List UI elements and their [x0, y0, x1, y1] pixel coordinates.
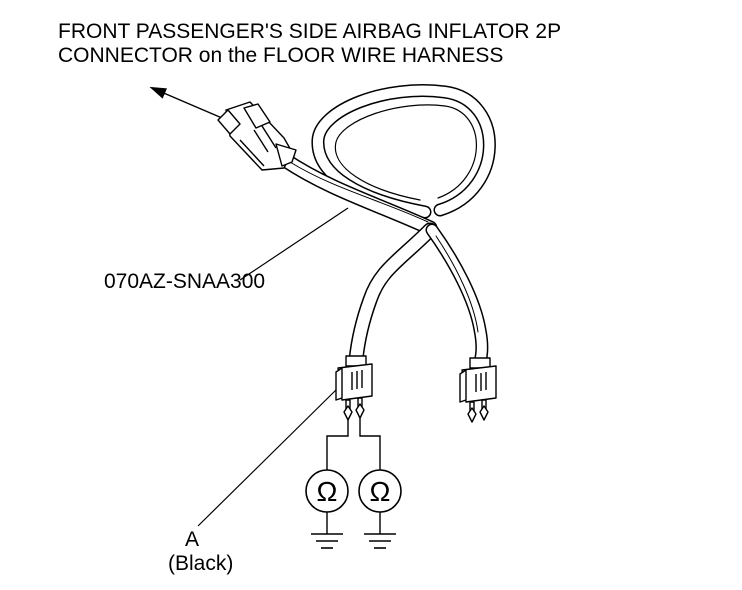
ohmmeter-symbol: Ω [370, 476, 391, 507]
connector-right-icon [459, 357, 497, 423]
part-number-leader [239, 207, 349, 281]
ohmmeter-symbol: Ω [317, 476, 338, 507]
title-line-2: CONNECTOR on the FLOOR WIRE HARNESS [58, 44, 504, 67]
wire-harness [277, 84, 496, 369]
harness-loop [311, 84, 496, 219]
harness-right-branch [425, 223, 489, 369]
harness-main-cable [277, 152, 438, 236]
direction-arrow [149, 86, 223, 119]
ohmmeter-icon: Ω [305, 469, 349, 513]
meter-wiring [326, 418, 381, 534]
ohmmeter-icon: Ω [358, 469, 402, 513]
callout-a-leader [197, 387, 339, 527]
harness-left-branch [348, 222, 438, 368]
title-line-1: FRONT PASSENGER'S SIDE AIRBAG INFLATOR 2… [58, 20, 562, 43]
callout-a-color-note: (Black) [168, 552, 234, 575]
connector-a-icon [335, 355, 373, 421]
part-number-label: 070AZ-SNAA300 [104, 270, 266, 293]
callout-a-letter: A [185, 528, 200, 551]
ground-symbol-icon [364, 533, 396, 549]
inflator-connector-icon [217, 101, 297, 171]
ground-symbol-icon [311, 533, 343, 549]
